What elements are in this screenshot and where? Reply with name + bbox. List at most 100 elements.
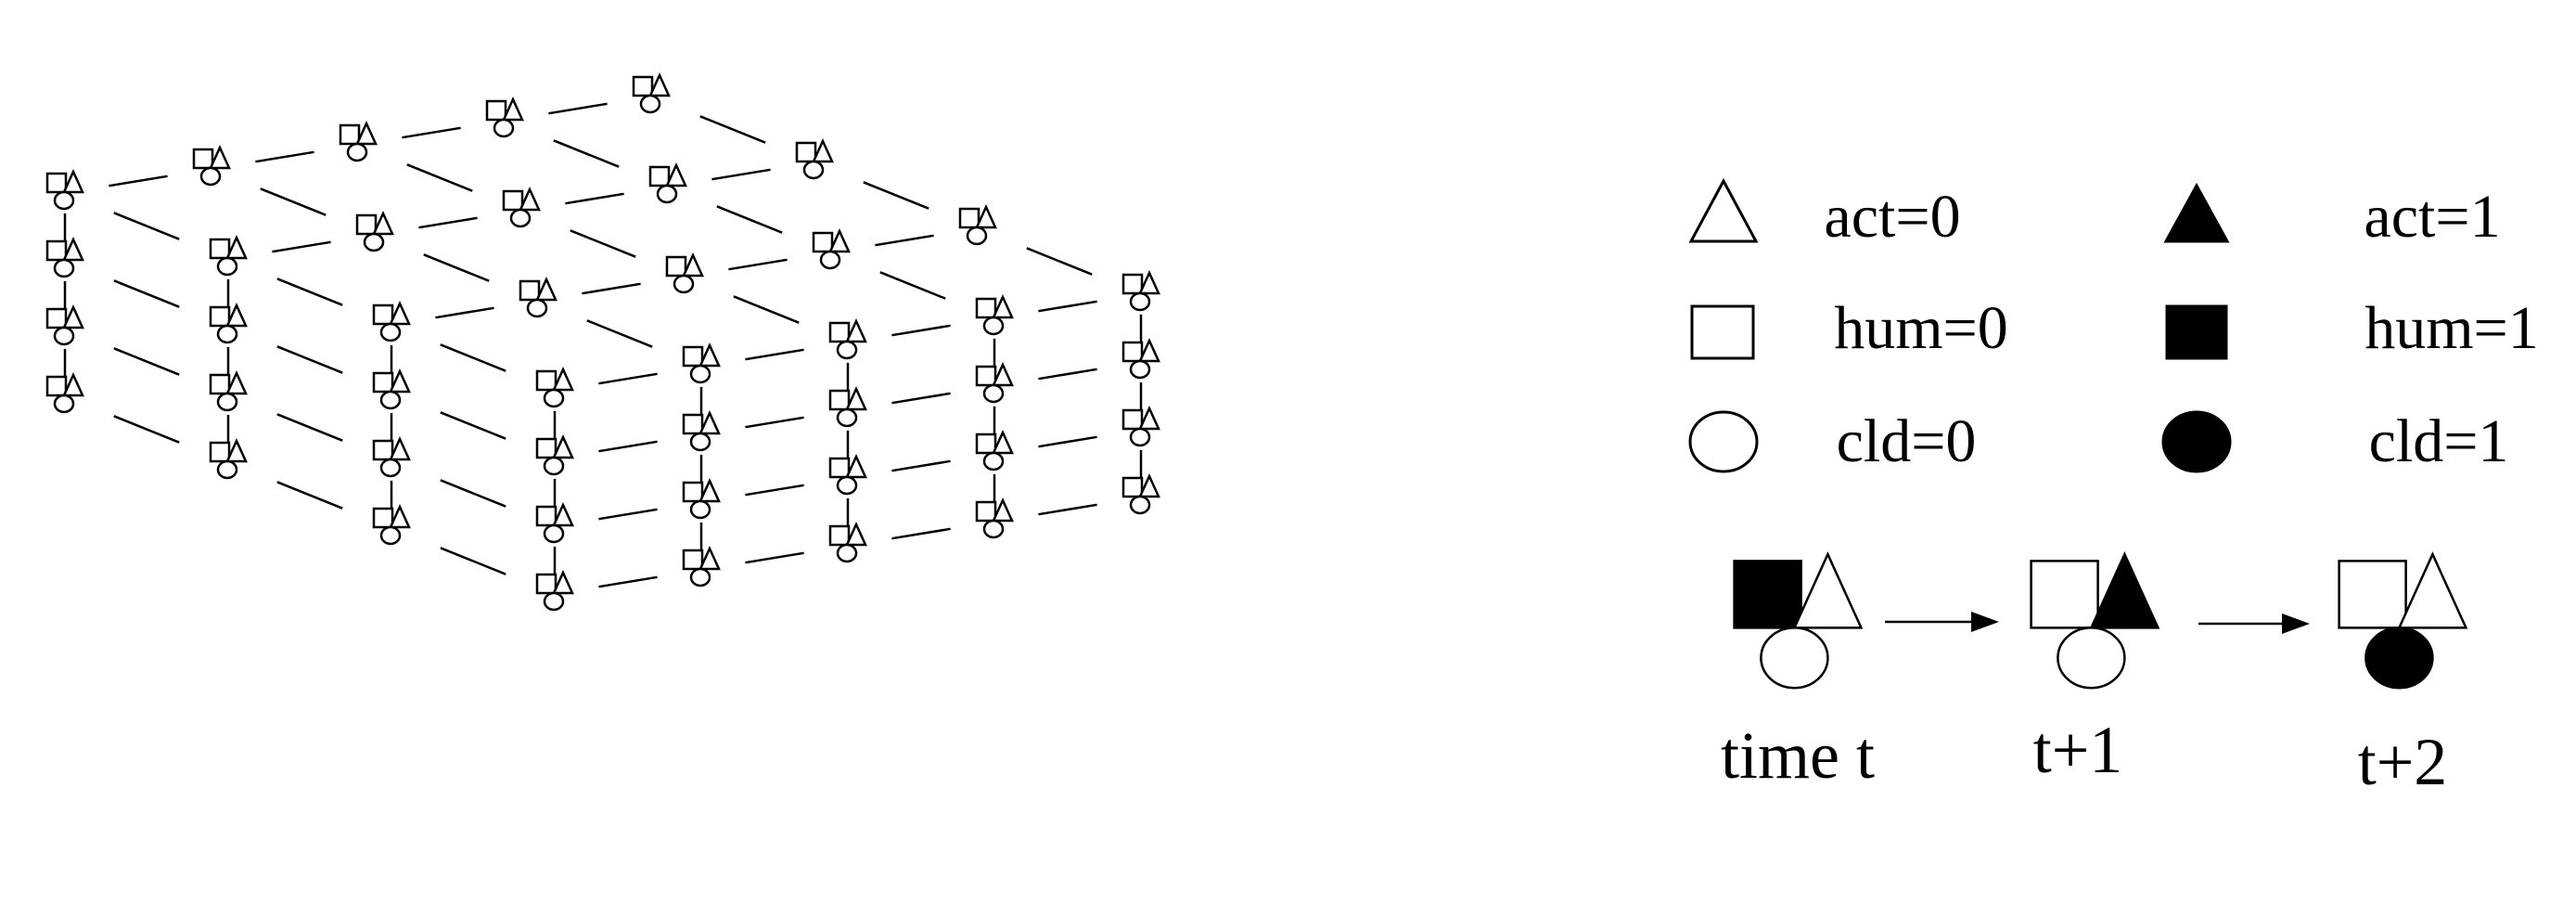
lattice-edge bbox=[745, 551, 804, 564]
lattice-edge bbox=[711, 168, 771, 181]
state-t-plus-2 bbox=[2338, 551, 2468, 690]
hum-0-square-icon bbox=[682, 549, 704, 571]
lattice-cell bbox=[828, 385, 867, 428]
act-0-triangle-icon bbox=[682, 252, 704, 278]
lattice-cell bbox=[372, 300, 411, 342]
lattice-edge bbox=[109, 174, 168, 187]
hum-1-square-icon bbox=[2165, 304, 2228, 360]
act-0-triangle-icon bbox=[975, 203, 997, 229]
legend-hum-0-label: hum=0 bbox=[1834, 294, 2008, 362]
act-0-triangle-icon bbox=[552, 501, 574, 527]
cld-0-circle-icon bbox=[379, 390, 402, 410]
lattice-edge bbox=[440, 479, 506, 508]
lattice-cell bbox=[632, 71, 671, 114]
act-0-triangle-icon bbox=[389, 435, 411, 461]
lattice-edge bbox=[276, 481, 343, 510]
lattice-cell bbox=[209, 234, 248, 277]
hum-0-square-icon bbox=[812, 231, 834, 253]
hum-0-square-icon bbox=[665, 255, 687, 278]
act-0-triangle-icon bbox=[1688, 177, 1759, 243]
act-0-triangle-icon bbox=[225, 302, 248, 328]
legend-cld-0-label: cld=0 bbox=[1837, 407, 1977, 475]
act-0-triangle-icon bbox=[845, 521, 867, 547]
lattice-cell bbox=[1121, 472, 1160, 515]
lattice-edge bbox=[276, 345, 343, 374]
act-0-triangle-icon bbox=[389, 300, 411, 326]
cld-0-circle-icon bbox=[689, 432, 711, 452]
hum-0-square-icon bbox=[45, 375, 68, 397]
lattice-edge bbox=[1038, 435, 1097, 448]
lattice-cell bbox=[828, 317, 867, 360]
lattice-edge bbox=[745, 416, 804, 429]
lattice-cell bbox=[535, 366, 574, 408]
act-0-triangle-icon bbox=[502, 96, 524, 122]
act-0-triangle-icon bbox=[209, 144, 231, 170]
legend-cld-1-label: cld=1 bbox=[2369, 407, 2509, 475]
lattice-edge bbox=[402, 126, 461, 139]
lattice-cell bbox=[372, 503, 411, 546]
act-0-triangle-icon bbox=[845, 385, 867, 411]
lattice-edge bbox=[276, 278, 343, 306]
lattice-edge bbox=[255, 150, 314, 163]
cld-0-circle-icon bbox=[639, 94, 661, 114]
cld-0-circle-icon bbox=[836, 340, 858, 360]
cld-0-circle-icon bbox=[543, 388, 565, 408]
lattice-edge bbox=[435, 306, 494, 319]
act-0-triangle-icon bbox=[225, 234, 248, 260]
lattice-edge bbox=[875, 234, 934, 247]
cld-0-circle-icon bbox=[982, 383, 1005, 404]
act-0-triangle-icon bbox=[389, 368, 411, 394]
lattice-cell bbox=[485, 96, 524, 138]
hum-0-square-icon bbox=[535, 437, 557, 459]
hum-0-square-icon bbox=[372, 371, 394, 394]
lattice-cell bbox=[648, 161, 687, 204]
hum-0-square-icon bbox=[632, 75, 654, 97]
act-0-triangle-icon bbox=[372, 210, 394, 236]
hum-0-square-icon bbox=[502, 189, 524, 212]
cld-0-circle-icon bbox=[1760, 626, 1829, 690]
act-0-triangle-icon bbox=[552, 433, 574, 459]
lattice-cell bbox=[828, 453, 867, 496]
lattice-edge bbox=[548, 102, 608, 115]
lattice-edge bbox=[699, 115, 766, 144]
cld-0-circle-icon bbox=[216, 324, 238, 344]
act-0-triangle-icon bbox=[992, 497, 1014, 523]
act-0-triangle-icon bbox=[992, 361, 1014, 387]
act-0-triangle-icon bbox=[1138, 472, 1160, 498]
cld-0-circle-icon bbox=[543, 456, 565, 476]
time-sequence: time t t+1 t+2 bbox=[1721, 551, 2468, 799]
hum-0-square-icon bbox=[828, 389, 851, 411]
lattice-edge bbox=[272, 240, 331, 253]
hum-0-square-icon bbox=[958, 207, 980, 229]
cld-0-circle-icon bbox=[1129, 359, 1151, 380]
hum-0-square-icon bbox=[682, 413, 704, 435]
act-0-triangle-icon bbox=[698, 477, 721, 503]
cld-0-circle-icon bbox=[363, 232, 385, 252]
lattice-edge bbox=[728, 258, 788, 271]
hum-0-square-icon bbox=[485, 99, 507, 122]
act-0-triangle-icon bbox=[519, 186, 541, 212]
hum-0-square-icon bbox=[1121, 408, 1144, 431]
hum-0-square-icon bbox=[209, 441, 231, 463]
hum-0-square-icon bbox=[209, 373, 231, 395]
lattice-edge bbox=[586, 319, 653, 348]
hum-0-square-icon bbox=[975, 365, 997, 387]
hum-0-square-icon bbox=[372, 303, 394, 326]
lattice-edge bbox=[582, 282, 641, 295]
transition-arrow bbox=[2198, 613, 2310, 634]
hum-0-square-icon bbox=[372, 439, 394, 461]
lattice-edge bbox=[113, 279, 180, 308]
hum-0-square-icon bbox=[535, 369, 557, 392]
cld-0-circle-icon bbox=[982, 451, 1005, 471]
act-0-triangle-icon bbox=[845, 453, 867, 479]
act-0-triangle-icon bbox=[225, 369, 248, 395]
lattice-edge bbox=[418, 216, 478, 229]
legend-act-1-label: act=1 bbox=[2364, 183, 2500, 251]
lattice-cell bbox=[45, 236, 84, 278]
cld-0-circle-icon bbox=[379, 322, 402, 342]
lattice-cell bbox=[682, 409, 721, 452]
act-1-triangle-icon bbox=[2163, 182, 2230, 243]
lattice-cell bbox=[45, 371, 84, 414]
act-0-triangle-icon bbox=[62, 168, 84, 194]
cld-1-circle-icon bbox=[2365, 626, 2434, 690]
